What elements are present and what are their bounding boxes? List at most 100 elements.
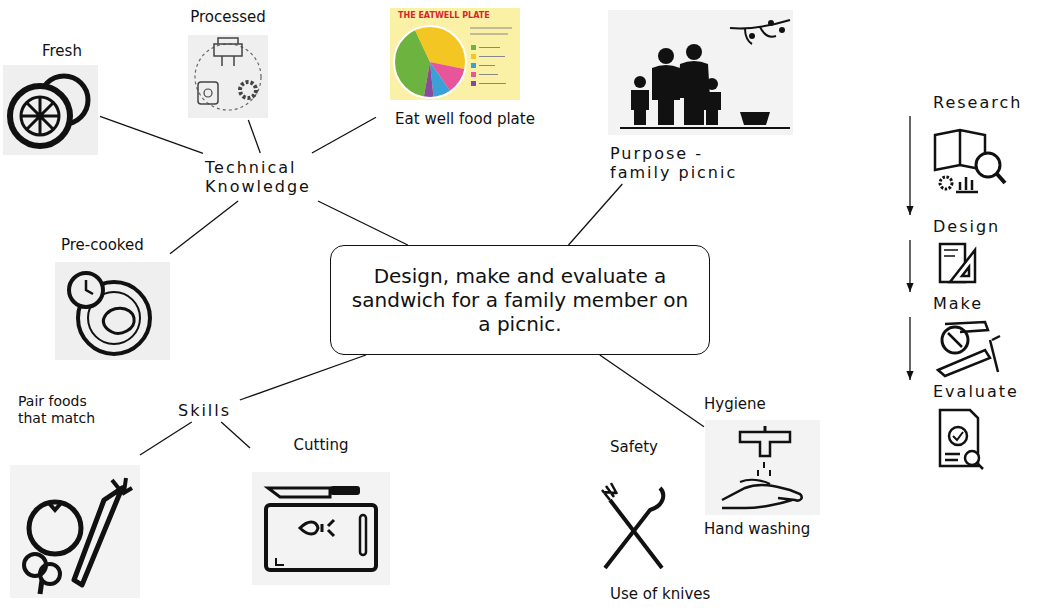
vegetables-icon-part xyxy=(48,502,62,510)
fork-knife-icon-part xyxy=(602,483,617,500)
design-icon-part xyxy=(950,250,975,282)
branch-line xyxy=(318,201,408,245)
eatwell-plate-image-part xyxy=(471,63,476,68)
topic-icon-node: Processed xyxy=(185,8,271,120)
branch-line xyxy=(140,422,192,455)
pre-cooked-icon-part xyxy=(69,273,103,307)
hand-washing-icon xyxy=(705,420,820,515)
family-picnic-image-part xyxy=(655,45,795,46)
vegetables-icon xyxy=(10,465,140,598)
vegetables-icon-part xyxy=(40,580,42,594)
processed-icon-part xyxy=(188,35,268,118)
family-picnic-image-part xyxy=(620,127,790,129)
family-picnic-image-part xyxy=(608,10,793,135)
cutting-board-icon-part xyxy=(276,558,284,565)
pre-cooked-icon-part xyxy=(103,308,134,333)
research-icon-part xyxy=(940,177,952,189)
eatwell-plate-image-part xyxy=(471,45,476,50)
branch-line xyxy=(248,120,260,153)
topic-icon-node: Pre-cooked xyxy=(55,236,170,361)
pre-cooked-icon-part xyxy=(55,262,170,360)
processed-icon-part xyxy=(195,44,261,110)
topic-icon-node: SafetyUse of knives xyxy=(598,438,713,606)
fresh-icon-part xyxy=(21,97,59,135)
branch-heading: Technical Knowledge xyxy=(203,153,335,201)
family-picnic-image-part xyxy=(686,44,702,60)
evaluate-icon-part xyxy=(953,432,963,440)
family-picnic-image-part xyxy=(631,90,649,125)
research-icon xyxy=(935,130,1005,192)
evaluate-icon xyxy=(940,410,983,469)
family-picnic-image xyxy=(608,10,795,135)
hand-washing-icon-part xyxy=(758,462,770,476)
branch-line xyxy=(100,116,203,153)
processed-icon-part xyxy=(240,82,256,98)
cutting-board-icon-part xyxy=(252,472,390,585)
cutting-board-icon-part xyxy=(266,505,376,570)
hand-washing-icon-part xyxy=(764,426,767,432)
fork-knife-icon xyxy=(602,483,663,568)
design-icon-part xyxy=(944,250,958,256)
process-step: Research xyxy=(905,92,1045,114)
pre-cooked-icon xyxy=(55,262,170,360)
make-icon-part xyxy=(938,322,990,376)
processed-icon-part xyxy=(214,44,242,56)
flow-arrow xyxy=(909,240,910,292)
family-picnic-image-part xyxy=(740,112,770,125)
eatwell-plate-image-part xyxy=(409,41,451,83)
vegetables-icon-part xyxy=(10,465,140,598)
node-label: Purpose - family picnic xyxy=(610,144,770,182)
node-caption: Use of knives xyxy=(610,585,710,603)
design-icon xyxy=(940,244,975,282)
node-label: Pair foods that match xyxy=(18,393,102,427)
eatwell-plate-image-part xyxy=(471,72,476,77)
family-picnic-image-part xyxy=(779,27,785,33)
cutting-board-icon-part xyxy=(300,520,334,536)
node-label: Eat well food plate xyxy=(395,110,535,128)
node-label: Design, make and evaluate a sandwich for… xyxy=(350,264,690,336)
node-caption: Hand washing xyxy=(704,520,810,538)
make-icon xyxy=(938,322,1000,376)
topic-icon-node: Cutting xyxy=(250,436,392,588)
family-picnic-image-part xyxy=(730,20,790,44)
branch-line xyxy=(600,355,704,427)
fresh-icon xyxy=(3,65,98,155)
eatwell-plate-image-part xyxy=(470,28,512,84)
evaluate-icon-part xyxy=(965,451,979,465)
eatwell-plate-image-part xyxy=(471,54,476,59)
fresh-icon-part xyxy=(3,65,98,155)
processed-icon xyxy=(188,35,268,118)
family-picnic-image-part xyxy=(634,76,646,88)
node-label: Safety xyxy=(610,438,658,456)
node-label: Skills xyxy=(178,401,231,420)
node-label: Technical Knowledge xyxy=(205,158,331,196)
topic-icon-node: Pair foods that match xyxy=(10,393,140,600)
research-icon-part xyxy=(997,174,1005,183)
node-label: Design xyxy=(933,217,1000,236)
hand-washing-icon-part xyxy=(722,485,802,508)
process-step: Design xyxy=(905,216,1045,238)
image-title: THE EATWELL PLATE xyxy=(398,12,490,21)
eatwell-plate-image-part xyxy=(390,8,520,100)
family-picnic-image-part xyxy=(703,92,721,125)
fresh-icon-part xyxy=(10,86,70,146)
flow-arrow xyxy=(909,317,910,380)
make-icon-part xyxy=(948,333,1000,372)
node-label: Make xyxy=(933,294,983,313)
central-task-box: Design, make and evaluate a sandwich for… xyxy=(330,245,710,355)
eatwell-plate-image-part xyxy=(409,41,451,83)
node-label: Pre-cooked xyxy=(61,236,144,254)
flow-arrow xyxy=(909,116,910,215)
fresh-icon-part xyxy=(21,97,59,135)
purpose-node: Purpose - family picnic xyxy=(604,8,796,184)
branch-line xyxy=(170,201,238,254)
hand-washing-icon-part xyxy=(705,420,820,515)
eatwell-plate-image-part xyxy=(394,26,466,98)
hand-washing-icon-part xyxy=(740,432,790,456)
branch-line xyxy=(569,184,623,245)
branch-line xyxy=(312,117,376,153)
process-step: Make xyxy=(905,293,1045,315)
research-icon-part xyxy=(976,153,1000,177)
family-picnic-image-part xyxy=(749,33,755,39)
